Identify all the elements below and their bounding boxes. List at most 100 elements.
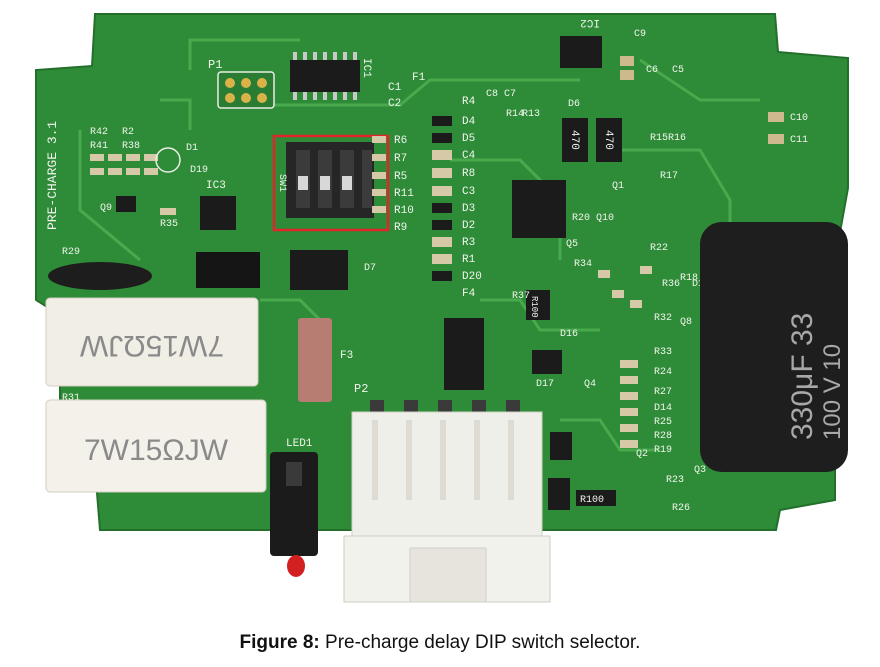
power-resistor-bottom: 7W15ΩJW (45, 399, 267, 493)
p2-label: P2 (354, 382, 368, 396)
ref-d14: D14 (654, 403, 672, 414)
cap-voltage-text: 100 V 10 (819, 344, 846, 440)
ref-r7: R7 (394, 153, 407, 165)
ref-r9: R9 (394, 222, 407, 234)
ic2-chip: IC2 (560, 16, 602, 68)
d17-part (532, 350, 562, 374)
ref-c10: C10 (790, 113, 808, 124)
ref-r5: R5 (394, 171, 407, 183)
power-resistor-top: 7W15ΩJW (45, 297, 259, 387)
regulator-chip (290, 250, 348, 290)
electrolytic-capacitor: 330μF 33 100 V 10 (700, 222, 848, 472)
ref-f1: F1 (412, 72, 426, 84)
q9-transistor (116, 196, 136, 212)
smd-caps-top-right (620, 56, 784, 144)
ref-r1: R1 (462, 254, 476, 266)
d1-outline (155, 147, 181, 173)
ref-r37: R37 (512, 291, 530, 302)
ref-r20: R20 (572, 213, 590, 224)
q-small (550, 432, 572, 460)
ref-q2: Q2 (636, 449, 648, 460)
ref-r29: R29 (62, 247, 80, 258)
ref-d20: D20 (462, 271, 482, 283)
sw1-label: SW1 (276, 174, 287, 192)
r100-b: R100 (576, 490, 616, 506)
ref-d16: D16 (560, 329, 578, 340)
ref-q4: Q4 (584, 379, 596, 390)
ref-r31: R31 (62, 393, 80, 404)
ref-r4: R4 (462, 96, 476, 108)
cap-value-text: 330μF 33 (786, 313, 819, 440)
ref-c2: C2 (388, 98, 401, 110)
resistor-470-pair: 470 470 (562, 118, 622, 162)
ic3-chip: IC3 (200, 180, 236, 230)
smd-right (598, 266, 652, 448)
mount-hole-tl (46, 26, 74, 54)
figure-caption: Figure 8: Pre-charge delay DIP switch se… (0, 632, 880, 654)
caption-lead: Figure 8: (239, 632, 320, 653)
ic1-chip: IC1 (290, 52, 372, 100)
ref-c3: C3 (462, 186, 475, 198)
ref-r28: R28 (654, 431, 672, 442)
ref-d19: D19 (190, 165, 208, 176)
ref-r25: R25 (654, 417, 672, 428)
ic1-label: IC1 (360, 58, 372, 78)
ref-d17: D17 (536, 379, 554, 390)
ic3-label: IC3 (206, 180, 226, 192)
ref-r35: R35 (160, 219, 178, 230)
ref-r36: R36 (662, 279, 680, 290)
led1-label: LED1 (286, 438, 313, 450)
ref-r11: R11 (394, 188, 414, 200)
ref-r42: R42 (90, 127, 108, 138)
ref-r27: R27 (654, 387, 672, 398)
ref-r34: R34 (574, 259, 592, 270)
ref-q1: Q1 (612, 181, 624, 192)
ref-r17: R17 (660, 171, 678, 182)
ref-r10: R10 (394, 205, 414, 217)
ref-r32: R32 (654, 313, 672, 324)
ref-r26: R26 (672, 503, 690, 514)
relay-chip (444, 318, 484, 390)
board-title: PRE-CHARGE 3.1 (45, 121, 60, 230)
diode-block (196, 252, 260, 288)
ref-q5: Q5 (566, 239, 578, 250)
ref-c8: C8 (486, 89, 498, 100)
smd-mid (372, 116, 452, 281)
ref-d3: D3 (462, 203, 475, 215)
mosfet (512, 180, 566, 238)
res-470-a: 470 (568, 130, 580, 150)
ref-r8: R8 (462, 168, 475, 180)
ref-c5: C5 (672, 65, 684, 76)
caption-text: Pre-charge delay DIP switch selector. (319, 632, 641, 653)
ref-r14: R14 (506, 109, 524, 120)
ref-d6: D6 (568, 99, 580, 110)
led1: LED1 (270, 438, 318, 577)
ref-r33: R33 (654, 347, 672, 358)
ref-r16: R16 (668, 133, 686, 144)
diode-small (548, 478, 570, 510)
fuse-f3: F3 (298, 318, 353, 402)
ref-q9: Q9 (100, 203, 112, 214)
connector-p2: P2 (343, 382, 551, 603)
ref-r22: R22 (650, 243, 668, 254)
ref-c7: C7 (504, 89, 516, 100)
resistor-top-marking: 7W15ΩJW (79, 329, 224, 362)
ref-q10: Q10 (596, 213, 614, 224)
r100-a: R100 (526, 290, 550, 320)
ref-r24: R24 (654, 367, 672, 378)
r100-a-label: R100 (529, 296, 539, 318)
mount-hole-tr (798, 20, 826, 48)
ref-r19: R19 (654, 445, 672, 456)
left-ref-labels: R42 R2 R41 R38 D1 D19 Q9 R35 R29 R31 (62, 127, 208, 404)
ref-d2: D2 (462, 220, 475, 232)
dip-switch-sw1: SW1 (276, 142, 374, 218)
ref-r6: R6 (394, 135, 407, 147)
header-p1: P1 (208, 58, 275, 109)
res-470-b: 470 (602, 130, 614, 150)
ref-r15: R15 (650, 133, 668, 144)
ref-d4: D4 (462, 116, 476, 128)
ref-f4: F4 (462, 288, 476, 300)
ref-q8: Q8 (680, 317, 692, 328)
right-ref-labels: C10 C11 C6 C5 C9 C8 C7 R14 R13 D6 R15 R1… (364, 29, 808, 514)
ref-c9: C9 (634, 29, 646, 40)
